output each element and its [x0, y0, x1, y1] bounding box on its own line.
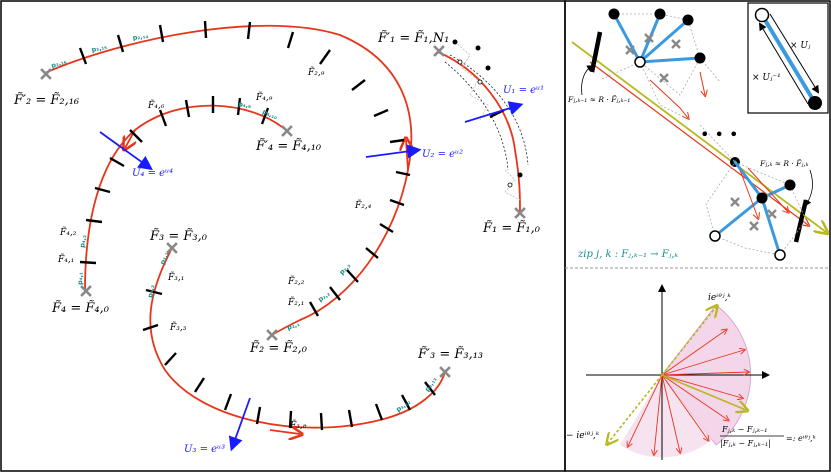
- zip-label-right: Fⱼ,ₖ ≈ R · F̃ⱼ,ₖ: [759, 159, 809, 168]
- zip-red-arrows-bottom: [739, 167, 788, 218]
- blue-arrows: [99, 101, 524, 452]
- label-F2: F̃₂ = F̃₂,₀: [249, 340, 308, 356]
- phase-olive-up: [661, 307, 716, 376]
- node: [485, 65, 491, 71]
- label-p49: p₄,₉: [238, 100, 252, 110]
- curve-3: [149, 247, 446, 429]
- mesh-node: [654, 8, 666, 20]
- mesh-node: [709, 230, 721, 242]
- label-F24: F̃₂,₄: [354, 199, 372, 211]
- zip-caption: zip j, k : Fⱼ,ₖ₋₁ → Fⱼ,ₖ: [577, 249, 678, 260]
- label-p21: p₂,₁: [286, 320, 301, 332]
- zip-red-arrows: [649, 71, 705, 118]
- node: [475, 45, 481, 51]
- label-F3p: F̃′₃ = F̃₃,₁₃: [417, 346, 483, 362]
- label-F33: F̃₃,₃: [169, 321, 187, 333]
- label-F22: F̃₂,₂: [287, 275, 305, 287]
- inset-node-black: [808, 96, 822, 110]
- label-F1p: F̃′₁ = F̃₁,N₁: [377, 30, 449, 46]
- mesh-crosses-bottom: [730, 197, 777, 231]
- mesh-crosses-top: [625, 33, 681, 83]
- label-p214: p₂,₁₄: [132, 32, 149, 42]
- zip-label-right-pointer: [805, 169, 813, 207]
- phase-formula-den: |Fⱼ,ₖ − Fⱼ,ₖ₋₁|: [720, 439, 771, 448]
- zip-bar-right: [793, 199, 809, 243]
- node: [457, 59, 463, 65]
- phase-label-top: ieⁱᶿʲ,ᵏ: [708, 293, 732, 303]
- node: [517, 172, 523, 178]
- zip-red-line: [589, 61, 808, 225]
- label-F4: F̃₄ = F̃₄,₀: [51, 300, 110, 316]
- label-F1: F̃₁ = F̃₁,₀: [482, 220, 541, 236]
- mesh-node: [608, 8, 620, 20]
- mesh-node: [774, 249, 786, 261]
- label-F3: F̃₃ = F̃₃,₀: [149, 228, 208, 244]
- phase-olive-right: [661, 374, 746, 410]
- label-p31: p₃,₁: [158, 251, 170, 266]
- phase-olive-down: [608, 374, 663, 443]
- inset-arrow-down: [769, 13, 820, 94]
- label-F49: F̃₄,₉: [255, 91, 273, 103]
- mesh-node: [756, 192, 768, 204]
- curve-2-arrow: [406, 140, 408, 171]
- node: [452, 39, 458, 45]
- zip-label-left-pointer: [581, 65, 594, 96]
- label-F31: F̃₃,₁: [167, 271, 184, 283]
- label-p215: p₂,₁₅: [91, 43, 108, 54]
- label-U3: U₃ = eᵘ³: [184, 444, 225, 455]
- phase-label-left: − ieⁱᶿʲ,ᵏ: [566, 431, 600, 441]
- label-F4p: F̃′₄ = F̃₄,₁₀: [255, 138, 322, 154]
- label-F2p: F̃′₂ = F̃₂,₁₆: [13, 92, 79, 108]
- phase-rays: [628, 330, 748, 454]
- label-F38: F̃₃,₈: [289, 419, 307, 431]
- mesh-node: [634, 56, 646, 68]
- label-F46: F̃₄,₆: [147, 99, 165, 111]
- label-p32: p₃,₂: [146, 284, 156, 298]
- zip-ellipsis: • • •: [700, 125, 738, 144]
- label-p42: p₄,₂: [78, 234, 88, 248]
- mesh-node: [682, 14, 694, 26]
- curve-2: [44, 24, 413, 336]
- inset-label-Ujinv: × Uⱼ⁻¹: [752, 73, 781, 83]
- curve-3-arrow: [269, 430, 300, 434]
- zip-label-left: Fⱼ,ₖ₋₁ ≈ R · F̃ⱼ,ₖ₋₁: [567, 95, 630, 104]
- inset-arrow-up: [758, 22, 809, 105]
- label-U2: U₂ = eᵘ²: [422, 149, 463, 160]
- node: [477, 79, 483, 85]
- zip-dashed-link: [699, 124, 736, 163]
- curve-1: [437, 51, 521, 213]
- inset-edge-blue: [760, 13, 817, 105]
- node: [507, 182, 513, 188]
- label-F41: F̃₄,₁: [57, 253, 74, 265]
- mesh-top-dashed: [599, 13, 721, 121]
- inset-label-Uj: × Uⱼ: [790, 41, 811, 51]
- cross-markers: [40, 45, 526, 378]
- curve-4: [84, 104, 287, 291]
- tick-marks: [78, 20, 505, 431]
- label-F21: F̃₂,₁: [287, 296, 304, 308]
- right-panel-frame: [564, 0, 831, 472]
- label-F29: F̃₂,₉: [307, 66, 325, 78]
- mesh-bottom-dashed: [705, 161, 807, 256]
- inset-node-white: [754, 7, 770, 23]
- label-U4: U₄ = eᵘ⁴: [132, 168, 173, 179]
- phase-formula-eq: =: eⁱᶿʲ,ᵏ: [786, 434, 816, 443]
- mesh-node: [784, 179, 796, 191]
- mesh-node: [694, 52, 706, 64]
- label-p41: p₄,₁: [76, 272, 84, 285]
- label-p313: p₃,₁₃: [423, 376, 439, 394]
- label-p22: p₂,₂: [317, 290, 332, 304]
- label-U1: U₁ = eᵘ¹: [503, 85, 544, 96]
- label-F42: F̃₄,₂: [59, 226, 77, 238]
- curve-1-dashed: [449, 54, 529, 166]
- phase-formula-num: Fⱼ,ₖ − Fⱼ,ₖ₋₁: [721, 425, 767, 434]
